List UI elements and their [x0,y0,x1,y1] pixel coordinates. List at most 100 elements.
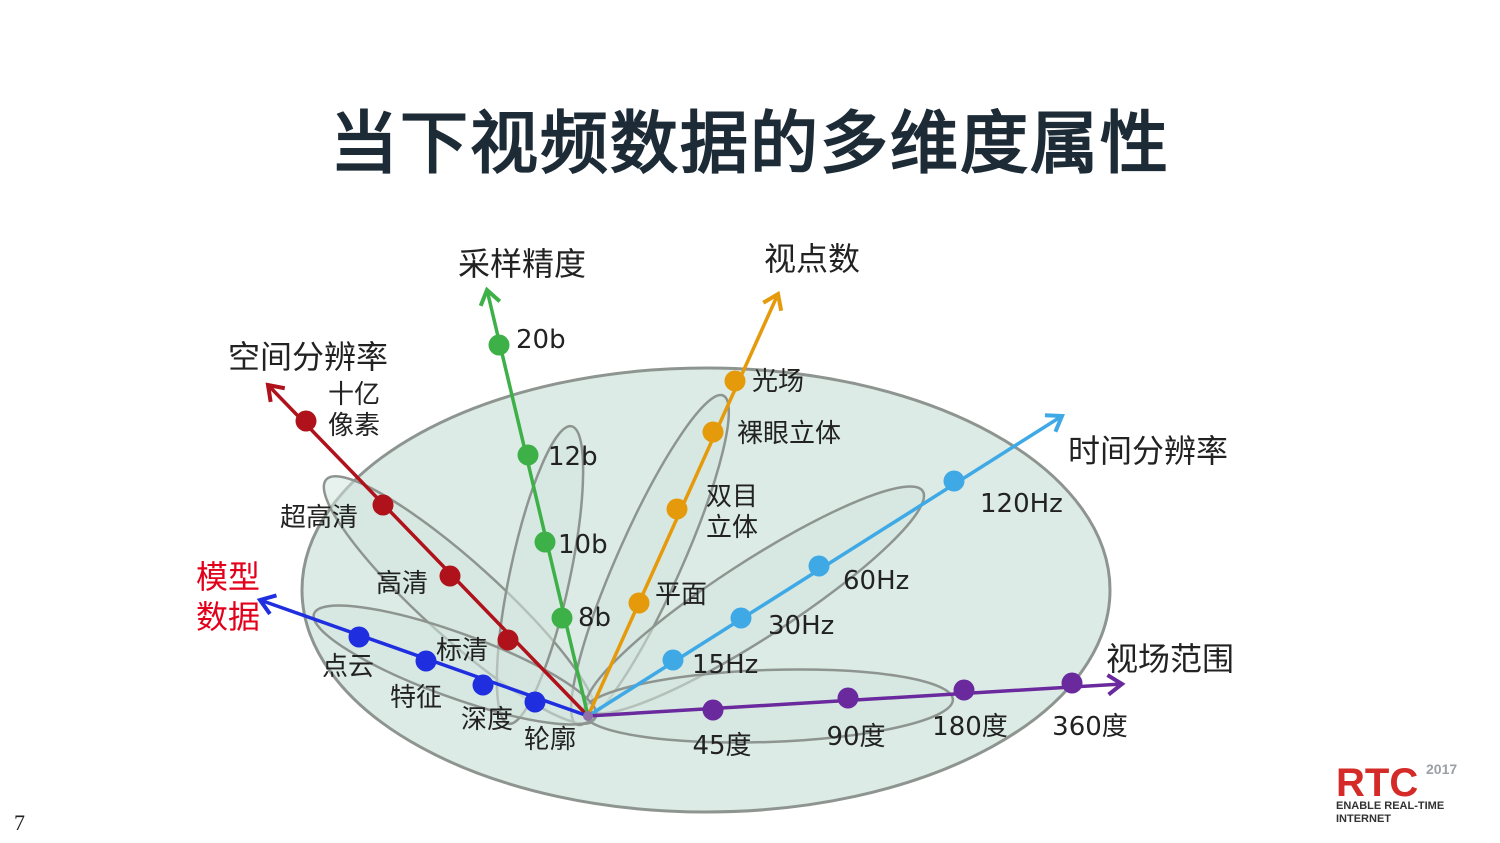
axis-fov-name: 视场范围 [1106,640,1234,678]
axis-model-level-0-dot [524,691,546,713]
axis-sampling-name: 采样精度 [458,245,586,283]
axis-fov-level-0-dot [702,699,724,721]
logo-mark: RTC [1336,761,1418,805]
axis-sampling-level-0-label-line-0: 8b [578,603,611,633]
axis-spatial-level-3-label-line-1: 像素 [328,411,380,441]
axis-model-level-3-label: 点云 [322,652,374,682]
axis-sampling-level-1-label: 10b [558,530,608,560]
axis-temporal-level-2-label: 60Hz [843,566,909,596]
axis-viewpoint-level-0-dot [628,592,650,614]
sampling-group-ellipse [495,424,585,726]
axis-model-level-3-label-line-0: 点云 [322,652,374,682]
axis-spatial-level-1-label-line-0: 高清 [376,569,428,599]
logo-tagline-line2: INTERNET [1336,813,1391,825]
axis-model-level-1-dot [472,674,494,696]
axis-model-arrowhead [256,593,278,616]
axis-temporal-level-0-dot [662,649,684,671]
axis-fov-level-2-label-line-0: 180度 [932,712,1008,742]
axis-temporal-level-1-label-line-0: 30Hz [768,611,834,641]
axis-spatial-arrowhead [265,382,286,403]
axis-spatial-level-3-label: 十亿像素 [328,380,380,441]
axis-fov-arrowhead [1106,673,1126,697]
axes-layer [256,286,1126,721]
axis-viewpoint-level-2-dot [702,421,724,443]
origin-dot [583,711,593,721]
axis-sampling-level-0-dot [551,607,573,629]
axis-sampling-level-2-dot [517,444,539,466]
axis-fov-level-3-label: 360度 [1052,712,1128,742]
axis-spatial-level-0-dot [497,629,519,651]
axis-viewpoint-name-line-0: 视点数 [764,240,860,278]
axis-viewpoint-level-0-label-line-0: 平面 [655,580,707,610]
axis-viewpoint-level-3-label-line-0: 光场 [752,367,804,397]
axis-model-name-line-0: 模型 [196,558,260,596]
axis-temporal-level-0-label: 15Hz [692,650,758,680]
axis-temporal-level-3-label-line-0: 120Hz [980,489,1063,519]
axis-viewpoint-level-1-label-line-0: 双目 [706,482,758,512]
axis-spatial-level-1-dot [439,565,461,587]
axis-viewpoint-level-1-label: 双目立体 [706,482,758,543]
axis-model-level-3-dot [348,626,370,648]
axis-fov-level-1-label-line-0: 90度 [826,722,885,752]
axis-sampling-level-3-label: 20b [516,325,566,355]
axis-fov-level-3-dot [1061,672,1083,694]
axis-fov-level-0-label-line-0: 45度 [692,731,751,761]
axis-model-level-2-label: 特征 [390,683,442,713]
axis-sampling-level-0-label: 8b [578,603,611,633]
axis-fov-level-1-dot [837,687,859,709]
axis-sampling-level-3-dot [488,334,510,356]
axis-temporal-level-1-label: 30Hz [768,611,834,641]
axis-temporal-level-3-dot [943,470,965,492]
logo-year: 2017 [1426,761,1457,777]
axis-fov-level-0-label: 45度 [692,731,751,761]
axis-temporal-level-2-dot [808,555,830,577]
axis-viewpoint-level-1-label-line-1: 立体 [706,513,758,543]
axis-viewpoint-level-1-dot [666,498,688,520]
axis-fov-level-3-label-line-0: 360度 [1052,712,1128,742]
slide-title: 当下视频数据的多维度属性 [329,105,1170,184]
axis-sampling-level-1-label-line-0: 10b [558,530,608,560]
axis-fov-name-line-0: 视场范围 [1106,640,1234,678]
page-number: 7 [14,810,25,835]
axis-temporal-name: 时间分辨率 [1068,432,1228,470]
axis-temporal-name-line-0: 时间分辨率 [1068,432,1228,470]
axis-spatial-level-0-label-line-0: 标清 [436,636,488,666]
axis-spatial-name: 空间分辨率 [228,338,388,376]
axis-temporal-level-0-label-line-0: 15Hz [692,650,758,680]
axis-model-level-2-dot [415,650,437,672]
axis-spatial-level-3-label-line-0: 十亿 [328,380,380,410]
axis-sampling-level-1-dot [534,531,556,553]
axis-viewpoint-arrowhead [762,290,784,312]
logo-tagline-line1: ENABLE REAL-TIME [1336,800,1445,812]
axis-sampling-level-2-label-line-0: 12b [548,442,598,472]
axis-sampling-line [485,289,590,717]
axis-temporal-level-3-label: 120Hz [980,489,1063,519]
logo-tagline: ENABLE REAL-TIME INTERNET [1336,800,1486,826]
axis-spatial-level-2-dot [372,494,394,516]
axis-spatial-line [266,383,590,718]
axis-viewpoint-name: 视点数 [764,240,860,278]
axis-fov-level-2-label: 180度 [932,712,1008,742]
axis-viewpoint-level-2-label: 裸眼立体 [737,419,841,449]
axis-temporal-level-1-dot [730,607,752,629]
axis-model-level-0-label-line-0: 轮廓 [524,725,576,755]
axis-spatial-level-3-dot [295,410,317,432]
axis-spatial-level-0-label: 标清 [436,636,488,666]
axis-spatial-level-2-label: 超高清 [280,503,358,533]
axis-model-level-1-label: 深度 [461,705,513,735]
axis-viewpoint-level-0-label: 平面 [655,580,707,610]
axis-spatial-level-1-label: 高清 [376,569,428,599]
axis-spatial-name-line-0: 空间分辨率 [228,338,388,376]
axis-sampling-level-3-label-line-0: 20b [516,325,566,355]
axis-model-name-line-1: 数据 [196,598,260,636]
axis-temporal-arrowhead [1044,413,1065,433]
axis-viewpoint-level-3-label: 光场 [752,367,804,397]
axis-viewpoint-level-2-label-line-0: 裸眼立体 [737,419,841,449]
axis-spatial-level-2-label-line-0: 超高清 [280,503,358,533]
axis-model-level-2-label-line-0: 特征 [390,683,442,713]
axis-sampling-name-line-0: 采样精度 [458,245,586,283]
axis-sampling-arrowhead [478,286,502,307]
axis-sampling-level-2-label: 12b [548,442,598,472]
